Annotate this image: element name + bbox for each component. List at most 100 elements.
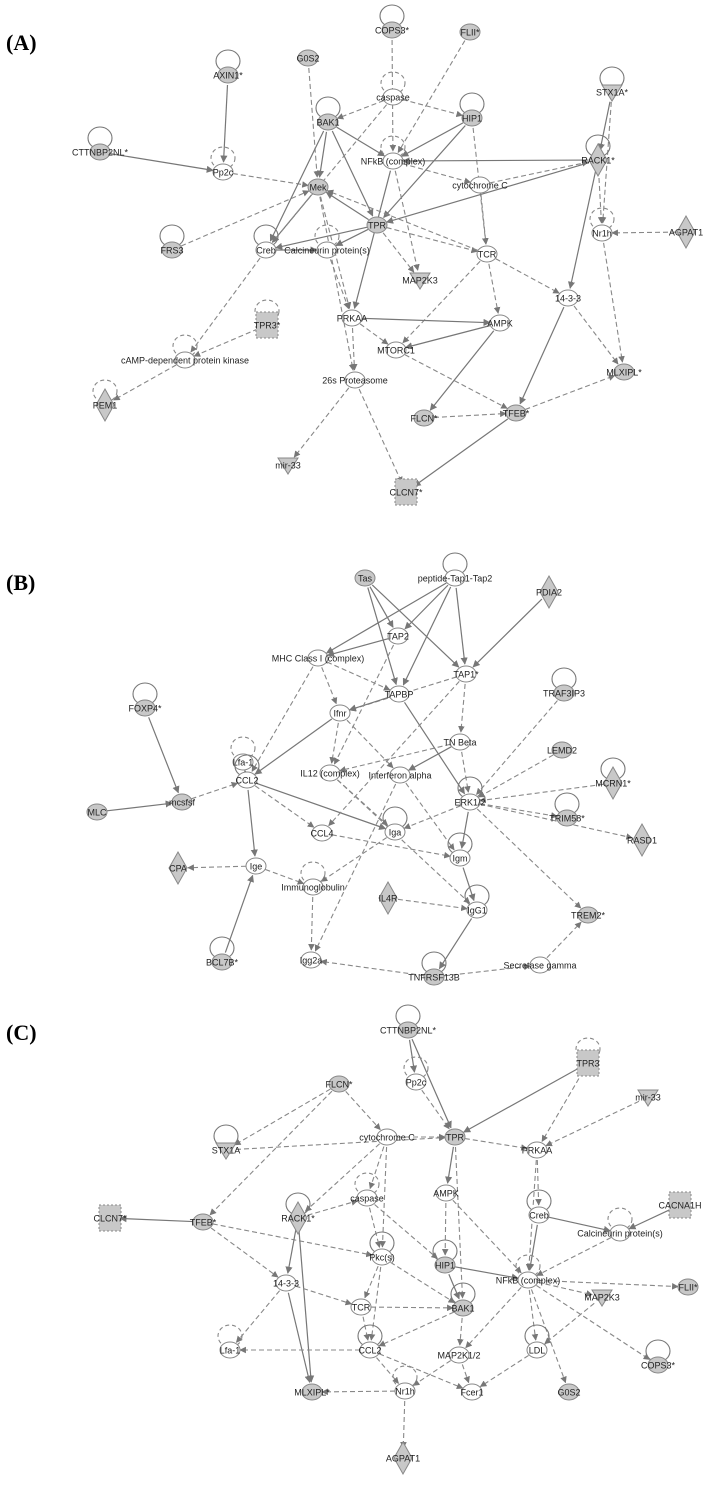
node-camp[interactable]: cAMP-dependent protein kinase <box>121 334 249 369</box>
node-hip1[interactable]: HIP1 <box>432 1239 458 1274</box>
node-pkc[interactable]: Pkc(s) <box>369 1231 395 1266</box>
node-lemd2[interactable]: LEMD2 <box>547 741 577 759</box>
node-g0s2[interactable]: G0S2 <box>557 1383 581 1401</box>
node-prkaa[interactable]: PRKAA <box>522 1141 553 1159</box>
node-creb[interactable]: Creb <box>253 224 279 259</box>
node-erk[interactable]: ERK1/2 <box>454 776 486 811</box>
node-tnfb[interactable]: TN Beta <box>443 733 477 751</box>
node-mhc1[interactable]: MHC Class I (complex) <box>272 649 365 667</box>
node-cpa[interactable]: CPA <box>168 850 188 886</box>
node-prkaa[interactable]: PRKAA <box>337 309 368 327</box>
node-tcr[interactable]: TCR <box>476 245 498 263</box>
node-traf3[interactable]: TRAF3IP3 <box>543 667 585 702</box>
node-mir33[interactable]: mir-33 <box>275 457 301 475</box>
node-stx1a[interactable]: STX1A <box>212 1124 241 1160</box>
node-calcin[interactable]: Calcineurin protein(s) <box>577 1207 663 1242</box>
node-fcer1[interactable]: Fcer1 <box>460 1383 484 1401</box>
node-mcrn1[interactable]: MCRN1* <box>595 757 631 801</box>
node-tpr3[interactable]: TPR3 <box>575 1037 601 1077</box>
node-p1433[interactable]: 14-3-3 <box>555 289 581 307</box>
node-rack1[interactable]: RACK1* <box>281 1192 315 1236</box>
node-rasd1[interactable]: RASD1 <box>627 822 657 858</box>
node-tcr[interactable]: TCR <box>350 1298 372 1316</box>
node-tpr[interactable]: TPR <box>366 216 388 234</box>
node-il4r[interactable]: IL4R <box>378 880 398 916</box>
node-mcsf[interactable]: mcsfsf <box>169 793 195 811</box>
node-p26s[interactable]: 26s Proteasome <box>322 371 388 389</box>
node-map2k3[interactable]: MAP2K3 <box>584 1289 620 1307</box>
node-clcn7[interactable]: CLCN7* <box>389 478 423 506</box>
node-agpat1[interactable]: AGPAT1 <box>386 1440 420 1476</box>
node-ccl4[interactable]: CCL4 <box>310 824 334 842</box>
node-igg2a[interactable]: Igg2a <box>300 951 323 969</box>
node-bak1[interactable]: BAK1 <box>315 96 341 131</box>
node-ampk[interactable]: AMPK <box>433 1184 459 1202</box>
node-g0s2[interactable]: G0S2 <box>296 49 320 67</box>
node-map2k12[interactable]: MAP2K1/2 <box>437 1346 481 1364</box>
node-igg1[interactable]: IgG1 <box>464 884 490 919</box>
node-clcn7[interactable]: CLCN7* <box>93 1204 127 1232</box>
node-iga[interactable]: Iga <box>382 806 408 841</box>
node-cacna1h[interactable]: CACNA1H <box>658 1191 702 1219</box>
node-mtorc1[interactable]: MTORC1 <box>377 341 415 359</box>
node-il12[interactable]: IL12 (complex) <box>300 764 360 782</box>
node-tap1[interactable]: TAP1* <box>453 665 479 683</box>
node-ccl2[interactable]: CCL2 <box>234 754 260 789</box>
node-calcin[interactable]: Calcineurin protein(s) <box>284 224 370 259</box>
node-cttnbp[interactable]: CTTNBP2NL* <box>380 1004 437 1039</box>
node-ldl[interactable]: LDL <box>524 1324 550 1359</box>
node-trem2[interactable]: TREM2* <box>571 906 606 924</box>
node-mir33[interactable]: mir-33 <box>635 1089 661 1107</box>
node-nfkb[interactable]: NFkB (complex) <box>496 1254 561 1289</box>
node-imm[interactable]: Immunoglobulin <box>281 861 345 896</box>
node-ccl2[interactable]: CCL2 <box>357 1324 383 1359</box>
node-nfkb[interactable]: NFkB (complex) <box>361 135 426 170</box>
node-ifna[interactable]: Interferon alpha <box>368 766 432 784</box>
node-mlc[interactable]: MLC <box>86 803 108 821</box>
node-caspase[interactable]: caspase <box>350 1172 384 1207</box>
node-fli[interactable]: FLII* <box>677 1278 699 1296</box>
node-nr1h[interactable]: Nr1h <box>589 207 615 242</box>
node-pp2c[interactable]: Pp2c <box>210 146 236 181</box>
node-tpr3[interactable]: TPR3* <box>254 299 281 339</box>
node-pem1[interactable]: PEM1 <box>92 379 118 423</box>
node-tfeb[interactable]: TFEB* <box>503 404 530 422</box>
node-flcn[interactable]: FLCN* <box>410 409 438 427</box>
node-p1433[interactable]: 14-3-3 <box>273 1274 299 1292</box>
node-agpat1[interactable]: AGPAT1 <box>669 214 703 250</box>
node-trim58[interactable]: TRIM58* <box>549 792 585 827</box>
node-pdia2[interactable]: PDIA2 <box>536 574 562 610</box>
node-cttnbp[interactable]: CTTNBP2NL* <box>72 126 129 161</box>
node-axin1[interactable]: AXIN1* <box>213 49 243 84</box>
node-caspase[interactable]: caspase <box>376 71 410 106</box>
node-mlxipl[interactable]: MLXIPL* <box>294 1383 330 1401</box>
node-mek[interactable]: Mek <box>307 178 329 196</box>
node-stx1a[interactable]: STX1A* <box>596 66 629 102</box>
node-map2k3[interactable]: MAP2K3 <box>402 272 438 290</box>
node-hip1[interactable]: HIP1 <box>459 92 485 127</box>
node-cytc[interactable]: cytochrome C <box>452 176 508 194</box>
node-mlxipl[interactable]: MLXIPL* <box>606 363 642 381</box>
node-flcn[interactable]: FLCN* <box>325 1075 353 1093</box>
node-cops3[interactable]: COPS3* <box>375 4 410 39</box>
node-cops3[interactable]: COPS3* <box>641 1339 676 1374</box>
node-foxp4[interactable]: FOXP4* <box>128 682 162 717</box>
node-tnfrsf[interactable]: TNFRSF13B <box>408 951 460 986</box>
node-igm[interactable]: Igm <box>447 832 473 867</box>
node-cytc[interactable]: cytochrome C <box>359 1128 415 1146</box>
node-frs3[interactable]: FRS3 <box>159 224 185 259</box>
node-bak1[interactable]: BAK1 <box>450 1282 476 1317</box>
node-rack1[interactable]: RACK1* <box>581 134 615 178</box>
node-tapbp[interactable]: TAPBP <box>385 685 414 703</box>
node-lfa1[interactable]: Lfa-1 <box>217 1324 243 1359</box>
node-tpr[interactable]: TPR <box>444 1128 466 1146</box>
node-ige[interactable]: Ige <box>245 857 267 875</box>
node-nr1h[interactable]: Nr1h <box>392 1365 418 1400</box>
node-bcl7b[interactable]: BCL7B* <box>206 936 239 971</box>
node-secg[interactable]: Secretase gamma <box>503 956 577 974</box>
node-ptap[interactable]: peptide-Tap1-Tap2 <box>418 552 493 587</box>
node-pp2c[interactable]: Pp2c <box>403 1056 429 1091</box>
node-tap2[interactable]: TAP2 <box>387 627 409 645</box>
node-fli[interactable]: FLII* <box>459 23 481 41</box>
node-ampk[interactable]: AMPK <box>487 314 513 332</box>
